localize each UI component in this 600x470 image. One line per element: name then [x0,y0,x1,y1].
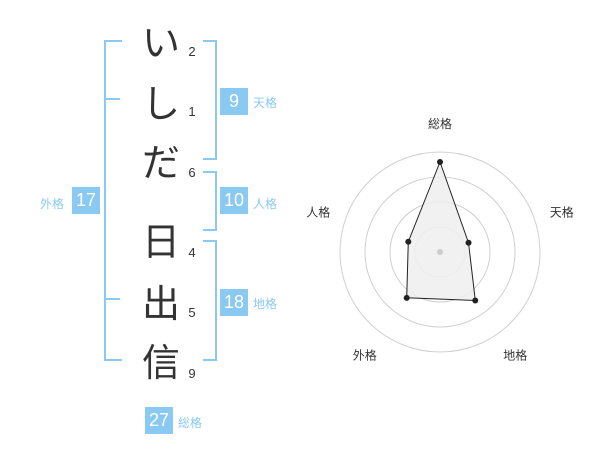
gaikaku-bracket-tick-top [104,98,120,100]
radar-point-4 [403,294,410,301]
name-char-3: だ [141,141,180,185]
radar-axis-label-4: 外格 [353,348,377,363]
gaikaku-label: 外格 [40,197,65,211]
name-char-2: し [141,82,180,126]
radar-axis-label-5: 人格 [306,204,330,219]
tenkaku-label: 天格 [253,96,278,110]
tenkaku-badge: 9 [220,88,248,115]
chikaku-badge: 18 [220,289,248,316]
name-char-4: 日 [141,220,180,264]
radar-point-2 [465,239,472,246]
name-char-5: 出 [141,282,180,326]
radar-point-3 [472,297,479,304]
stroke-count-5: 5 [188,305,196,320]
radar-area [406,160,476,302]
chikaku-bracket [203,240,217,361]
jinkaku-label: 人格 [253,197,278,211]
radar-ring [339,151,541,353]
gaikaku-bracket-tick-bottom [104,298,120,300]
stroke-count-1: 2 [188,44,196,59]
radar-point-1 [437,159,443,165]
stroke-count-4: 4 [188,245,196,260]
soukaku-badge: 27 [145,407,173,434]
stroke-count-2: 1 [188,104,196,119]
soukaku-label: 総格 [178,416,203,430]
stroke-count-3: 6 [188,165,196,180]
jinkaku-bracket [203,171,217,231]
gaikaku-badge: 17 [72,187,100,214]
chikaku-label: 地格 [253,297,278,311]
radar-axis-label-2: 天格 [550,204,574,219]
gaikaku-bracket [104,40,122,361]
stroke-count-6: 9 [188,366,196,381]
name-char-6: 信 [141,341,180,385]
radar-point-5 [405,238,412,245]
tenkaku-bracket [203,40,217,160]
radar-points [403,159,479,304]
jinkaku-badge: 10 [220,187,248,214]
radar-axis-label-1: 総格 [428,116,452,131]
radar-axis-label-3: 地格 [503,348,527,363]
radar-center-dot [437,249,443,255]
name-char-1: い [141,21,180,65]
